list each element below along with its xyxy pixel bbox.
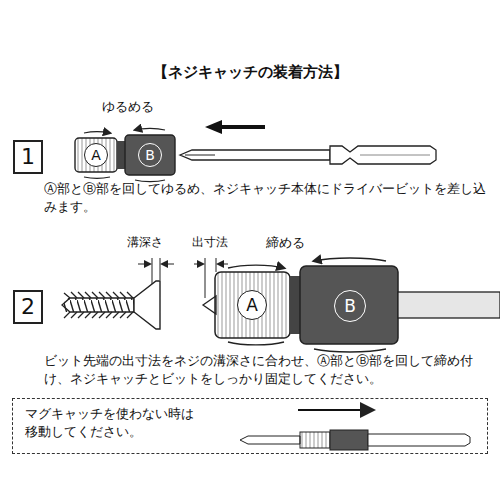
part-circle: B (138, 143, 162, 167)
part-circle: B (334, 290, 366, 322)
action-label: 締める (255, 234, 315, 252)
step-number: 1 (13, 140, 43, 174)
part-circle: A (237, 290, 267, 320)
title: 【ネジキャッチの装着方法】 (0, 62, 500, 82)
instruction-text: ビット先端の出寸法をネジの溝深さに合わせ、Ⓐ部とⒷ部を回して締め付け、ネジキャッ… (44, 352, 492, 387)
step-number: 2 (13, 290, 43, 324)
dimension-label: 溝深さ (115, 234, 175, 250)
node-text: B (344, 295, 356, 318)
action-label: ゆるめる (88, 98, 168, 116)
dimension-label: 出寸法 (180, 234, 240, 250)
node-text: B (145, 146, 155, 165)
node-text: A (91, 146, 101, 165)
note-box: マグキャッチを使わない時は 移動してください。 (12, 398, 488, 454)
node-text: A (246, 294, 258, 317)
part-circle: A (84, 143, 108, 167)
node-text: マグキャッチを使わない時は 移動してください。 (25, 405, 210, 440)
node-text: 1 (21, 142, 35, 172)
instruction-text: Ⓐ部とⒷ部を回してゆるめ、ネジキャッチ本体にドライバービットを差し込みます。 (44, 180, 492, 215)
node-text: 2 (21, 292, 35, 322)
